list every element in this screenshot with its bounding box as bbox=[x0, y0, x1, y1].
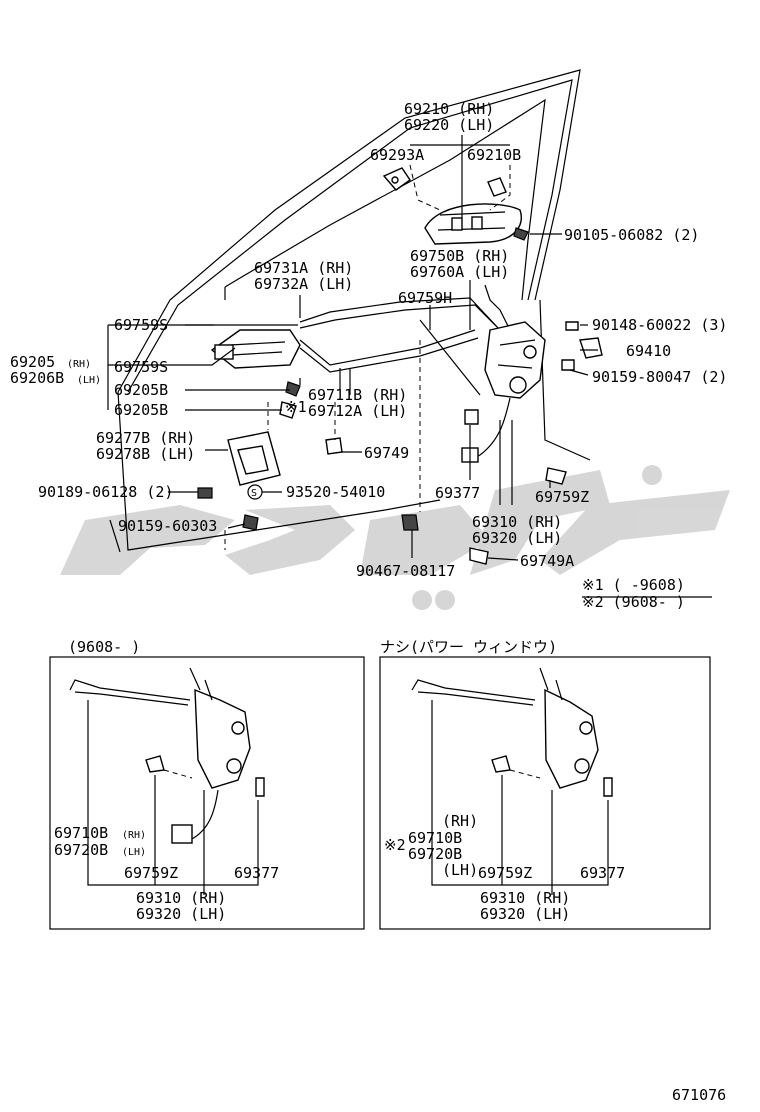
label-69731a-rh: 69731A (RH) bbox=[254, 259, 353, 277]
figure-number: 671076 bbox=[672, 1086, 726, 1104]
inset-left-frame bbox=[49, 656, 365, 930]
legend-note-2: ※2 (9608- ) bbox=[582, 593, 685, 611]
li-label-69320-lh: 69320 (LH) bbox=[136, 905, 226, 923]
inset-right: ナシ(パワー ウィンドウ) (RH) ※2 69710B 69720B (LH)… bbox=[379, 638, 711, 930]
label-69759s-b: 69759S bbox=[114, 358, 168, 376]
label-69310-rh-main: 69310 (RH) bbox=[472, 513, 562, 531]
inset-left-title: (9608- ) bbox=[68, 638, 140, 656]
outside-handle bbox=[424, 203, 522, 245]
door-lock bbox=[484, 321, 546, 399]
label-69210-rh: 69210 (RH) bbox=[404, 100, 494, 118]
ri-label-69310-rh: 69310 (RH) bbox=[480, 889, 570, 907]
clip-69749 bbox=[325, 437, 343, 455]
ri-label-69720b: 69720B bbox=[408, 845, 462, 863]
label-69205b-a: 69205B bbox=[114, 381, 168, 399]
li-label-69759z: 69759Z bbox=[124, 864, 178, 882]
screw-90105 bbox=[513, 227, 529, 241]
inset-left: (9608- ) 69710B (RH) 69720B (LH) 69759Z … bbox=[49, 638, 365, 930]
li-label-69310-rh: 69310 (RH) bbox=[136, 889, 226, 907]
ri-label-69320-lh: 69320 (LH) bbox=[480, 905, 570, 923]
rods bbox=[299, 284, 511, 396]
label-69205b-b: 69205B bbox=[114, 401, 168, 419]
label-69759h: 69759H bbox=[398, 289, 452, 307]
clip-69749a bbox=[469, 547, 489, 565]
label-69759z-main: 69759Z bbox=[535, 488, 589, 506]
label-69210b: 69210B bbox=[467, 146, 521, 164]
grommet-90467 bbox=[401, 514, 419, 531]
handle-clip-69293a bbox=[382, 167, 411, 191]
ri-label-69759z: 69759Z bbox=[478, 864, 532, 882]
ri-label-69710b: 69710B bbox=[408, 829, 462, 847]
inside-handle bbox=[210, 329, 301, 369]
label-69293a: 69293A bbox=[370, 146, 424, 164]
label-69206b-lh: 69206B bbox=[10, 369, 64, 387]
label-90159-60303: 90159-60303 bbox=[118, 517, 217, 535]
label-note1-mark: ※1 bbox=[285, 398, 307, 416]
s-mark: S bbox=[251, 488, 257, 499]
inset-right-title: ナシ(パワー ウィンドウ) bbox=[380, 638, 557, 656]
label-69206b-lh-suffix: (LH) bbox=[77, 375, 101, 386]
ri-label-note2: ※2 bbox=[384, 836, 406, 854]
label-90189-06128: 90189-06128 (2) bbox=[38, 483, 173, 501]
label-69377-main: 69377 bbox=[435, 484, 480, 502]
label-69759s-a: 69759S bbox=[114, 316, 168, 334]
label-69277b-rh: 69277B (RH) bbox=[96, 429, 195, 447]
label-69205-rh: 69205 bbox=[10, 353, 55, 371]
s-circle-icon bbox=[247, 484, 263, 500]
label-69749: 69749 bbox=[364, 444, 409, 462]
li-label-69720b-suffix: (LH) bbox=[122, 847, 146, 858]
striker-69410 bbox=[579, 337, 603, 359]
label-90105-06082: 90105-06082 (2) bbox=[564, 226, 699, 244]
li-label-69710b-suffix: (RH) bbox=[122, 830, 146, 841]
label-69410: 69410 bbox=[626, 342, 671, 360]
door-frame bbox=[109, 69, 591, 553]
main-labels: 69210 (RH) 69220 (LH) 69293A 69210B 9010… bbox=[10, 100, 727, 611]
legend-note-1: ※1 ( -9608) bbox=[582, 576, 685, 594]
label-69712a-lh: 69712A (LH) bbox=[308, 402, 407, 420]
ri-label-lh: (LH) bbox=[442, 861, 478, 879]
label-93520-54010: 93520-54010 bbox=[286, 483, 385, 501]
label-69320-lh-main: 69320 (LH) bbox=[472, 529, 562, 547]
label-69750b-rh: 69750B (RH) bbox=[410, 247, 509, 265]
inset-right-frame bbox=[379, 656, 711, 930]
label-69732a-lh: 69732A (LH) bbox=[254, 275, 353, 293]
label-69711b-rh: 69711B (RH) bbox=[308, 386, 407, 404]
label-69278b-lh: 69278B (LH) bbox=[96, 445, 195, 463]
label-69749a: 69749A bbox=[520, 552, 574, 570]
handle-clip-69210b bbox=[487, 177, 507, 197]
watermark-logo bbox=[60, 465, 730, 610]
leader-lines bbox=[107, 135, 712, 598]
screws-misc bbox=[197, 321, 579, 531]
li-label-69710b: 69710B bbox=[54, 824, 108, 842]
li-label-69720b: 69720B bbox=[54, 841, 108, 859]
label-69220-lh: 69220 (LH) bbox=[404, 116, 494, 134]
ri-label-rh: (RH) bbox=[442, 812, 478, 830]
li-label-69377: 69377 bbox=[234, 864, 279, 882]
label-90159-80047: 90159-80047 (2) bbox=[592, 368, 727, 386]
label-90148-60022: 90148-60022 (3) bbox=[592, 316, 727, 334]
label-90467-08117: 90467-08117 bbox=[356, 562, 455, 580]
inside-bezel bbox=[227, 431, 281, 486]
ri-label-69377: 69377 bbox=[580, 864, 625, 882]
label-69205-rh-suffix: (RH) bbox=[67, 359, 91, 370]
label-69760a-lh: 69760A (LH) bbox=[410, 263, 509, 281]
lock-wire-harness bbox=[461, 397, 511, 463]
